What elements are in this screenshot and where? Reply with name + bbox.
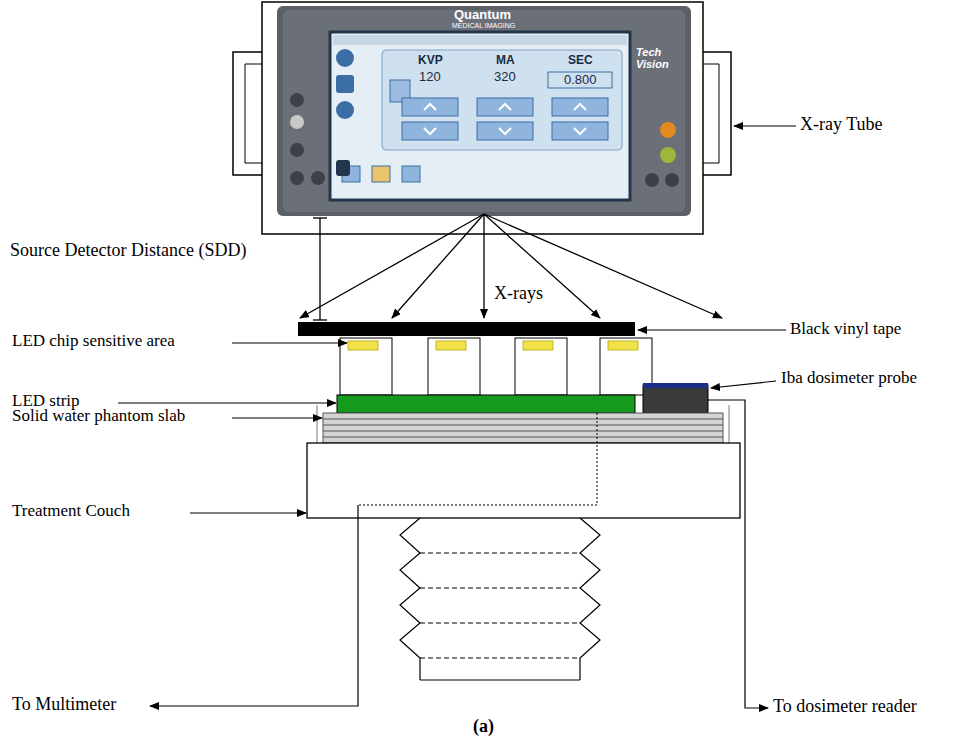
part-label: LED chip sensitive area bbox=[12, 331, 175, 351]
part-label: Iba dosimeter probe bbox=[781, 368, 917, 388]
figure-caption: (a) bbox=[473, 716, 494, 738]
setting-name: MA bbox=[496, 54, 515, 68]
part-label: Black vinyl tape bbox=[790, 319, 901, 339]
setting-value: 320 bbox=[494, 70, 516, 85]
part-label: Solid water phantom slab bbox=[12, 406, 185, 426]
setting-name: SEC bbox=[568, 54, 593, 68]
dimension-label: Source Detector Distance (SDD) bbox=[10, 240, 246, 262]
wire-label: To dosimeter reader bbox=[773, 696, 917, 718]
brand-logo: Quantum bbox=[454, 7, 511, 23]
setting-value: 120 bbox=[419, 70, 441, 85]
setting-name: KVP bbox=[418, 54, 443, 68]
setting-value: 0.800 bbox=[564, 73, 597, 88]
part-label: Treatment Couch bbox=[12, 501, 130, 521]
brand-text: Tech Vision bbox=[636, 46, 686, 70]
screen-panel: KVP 120 MA 320 SEC 0.800 bbox=[330, 32, 630, 200]
label-text: X-ray Tube bbox=[800, 114, 883, 136]
wire-label: To Multimeter bbox=[12, 694, 116, 716]
beam-label: X-rays bbox=[492, 283, 545, 305]
brand-text: MEDICAL IMAGING bbox=[452, 22, 515, 30]
